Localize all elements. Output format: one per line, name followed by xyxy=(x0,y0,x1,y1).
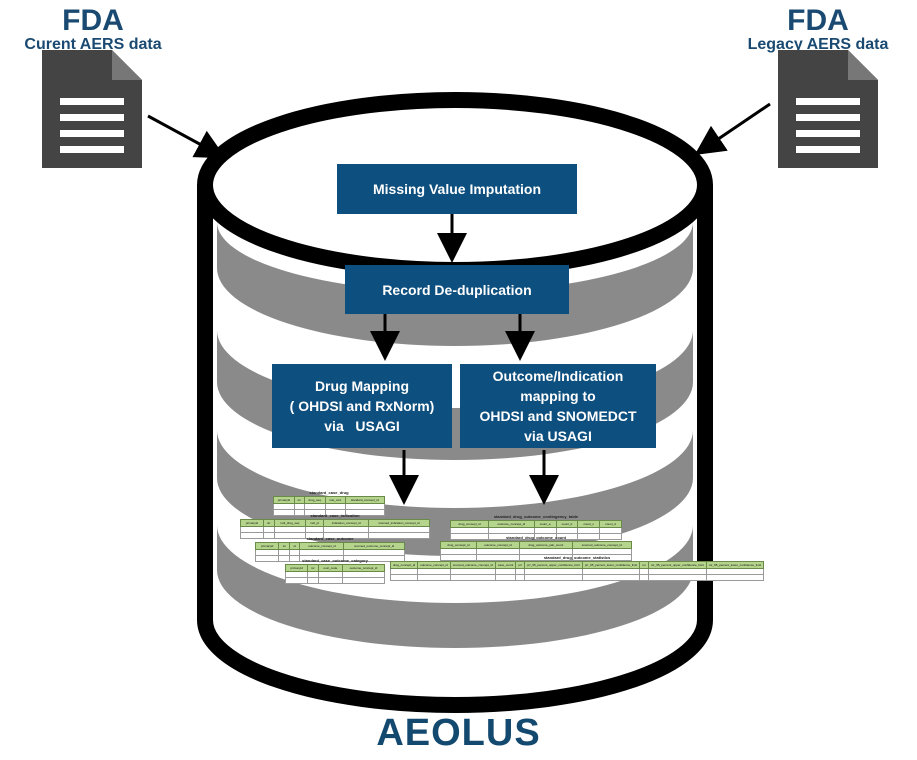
table-caption: standard_drug_outcome_contingency_table xyxy=(493,514,579,519)
table-column-header: snomed_indication_concept_id xyxy=(368,519,430,527)
table-caption: standard_drug_outcome_statistics xyxy=(543,555,611,560)
right-document-icon xyxy=(778,50,878,168)
table-column-header: primaryid xyxy=(240,519,264,527)
table-cell xyxy=(705,574,765,581)
table-column-header: role_cod xyxy=(324,496,346,504)
table-caption: standard_case_outcome_category xyxy=(302,558,368,563)
aeolus-title: AEOLUS xyxy=(376,712,541,754)
table-cell xyxy=(494,574,517,581)
table-cell xyxy=(307,577,319,584)
table-column-header: primaryid xyxy=(254,542,280,550)
table-column-header: count_c xyxy=(577,520,601,528)
table-column-header: prr_95_percent_lower_confidence_limit xyxy=(581,561,641,569)
table-column-header: isr xyxy=(293,496,305,504)
table-column-header: count_d xyxy=(599,520,622,528)
drug-mapping-line-1: Drug Mapping xyxy=(314,378,410,394)
table-cell xyxy=(417,574,451,581)
table-column-header: drug_concept_id xyxy=(450,520,489,528)
table-column-header: outcome_concept_id xyxy=(299,542,345,550)
table-column-header: isr xyxy=(307,564,319,572)
table-column-header: outcome_concept_id xyxy=(417,561,451,569)
missing-value-imputation-box: Missing Value Imputation xyxy=(337,164,577,214)
table-cell xyxy=(317,577,343,584)
table-cell xyxy=(515,574,525,581)
table-column-header: ror_95_percent_lower_confidence_limit xyxy=(705,561,765,569)
table-cell xyxy=(284,577,309,584)
right-source-label: FDA Legacy AERS data xyxy=(728,6,908,54)
table-cell xyxy=(240,532,264,539)
table-column-header: indi_pt xyxy=(305,519,325,527)
table-cell xyxy=(647,574,707,581)
table-cell xyxy=(341,577,386,584)
table-cell xyxy=(639,574,649,581)
right-source-arrow xyxy=(694,102,771,156)
table-column-header: drug_seq xyxy=(303,496,326,504)
cylinder-band-1 xyxy=(217,215,693,346)
table-column-header: prr_95_percent_upper_confidence_limit xyxy=(523,561,583,569)
table-column-header: drug_outcome_pair_count xyxy=(518,541,573,549)
table-row xyxy=(284,577,386,584)
cylinder-outline xyxy=(197,185,713,713)
table-column-header: indi_drug_seq xyxy=(273,519,307,527)
table-caption: standard_case_drug xyxy=(309,490,349,495)
table-column-header: outcome_concept_id xyxy=(475,541,520,549)
table-column-header: indication_concept_id xyxy=(323,519,370,527)
table-column-header: case_count xyxy=(494,561,517,569)
table-column-header: pt xyxy=(289,542,301,550)
table-column-header: count_b xyxy=(555,520,579,528)
table-row xyxy=(389,574,765,581)
cylinder-band-4 xyxy=(217,525,693,648)
outcome-mapping-line-4: via USAGI xyxy=(524,428,592,444)
table-cell xyxy=(523,574,583,581)
table-column-header: outcome_concept_id xyxy=(341,564,386,572)
table-column-header: ror xyxy=(639,561,649,569)
outcome-mapping-line-3: OHDSI and SNOMEDCT xyxy=(479,408,637,424)
table-column-header: drug_concept_id xyxy=(389,561,419,569)
left-source-title: FDA xyxy=(62,4,124,37)
table-column-header: snomed_outcome_concept_id xyxy=(449,561,496,569)
table-column-header: count_a xyxy=(533,520,557,528)
drug-mapping-box: Drug Mapping ( OHDSI and RxNorm) via USA… xyxy=(272,364,452,448)
outcome-mapping-line-2: mapping to xyxy=(520,388,596,404)
left-source-subtitle: Curent AERS data xyxy=(24,36,162,53)
left-source-arrow xyxy=(147,114,226,159)
table-cell xyxy=(581,574,641,581)
table-cell xyxy=(449,574,496,581)
table-column-header: standard_concept_id xyxy=(344,496,385,504)
table-row xyxy=(389,568,765,575)
table-column-header: primaryid xyxy=(273,496,295,504)
table-column-header: drug_concept_id xyxy=(440,541,477,549)
table-column-header: prr xyxy=(515,561,525,569)
table-row xyxy=(240,526,430,533)
table-column-header: outcome_concept_id xyxy=(487,520,535,528)
left-document-icon xyxy=(42,50,142,168)
table-caption: standard_case_outcome xyxy=(306,536,354,541)
table-column-header: primaryid xyxy=(284,564,309,572)
right-source-title: FDA xyxy=(787,4,849,37)
right-source-subtitle: Legacy AERS data xyxy=(747,36,889,53)
table-cell xyxy=(254,555,280,562)
table-statistics: standard_drug_outcome_statistics drug_con… xyxy=(389,555,765,581)
table-cell xyxy=(389,574,419,581)
left-source-label: FDA Curent AERS data xyxy=(8,6,178,54)
table-column-header: snomed_outcome_concept_id xyxy=(571,541,633,549)
table-caption: standard_drug_outcome_count xyxy=(505,535,566,540)
table-column-header: isr xyxy=(262,519,275,527)
outcome-mapping-box: Outcome/Indication mapping to OHDSI and … xyxy=(460,364,656,448)
table-column-header: outc_code xyxy=(317,564,343,572)
drug-mapping-line-3: via USAGI xyxy=(324,418,400,434)
table-column-header: isr xyxy=(278,542,291,550)
table-caption: standard_case_indication xyxy=(310,513,360,518)
outcome-mapping-line-1: Outcome/Indication xyxy=(492,368,624,384)
drug-mapping-line-2: ( OHDSI and RxNorm) xyxy=(289,398,435,414)
table-column-header: snomed_outcome_concept_id xyxy=(343,542,405,550)
table-column-header: ror_95_percent_upper_confidence_limit xyxy=(647,561,707,569)
record-deduplication-box: Record De-duplication xyxy=(345,265,569,314)
